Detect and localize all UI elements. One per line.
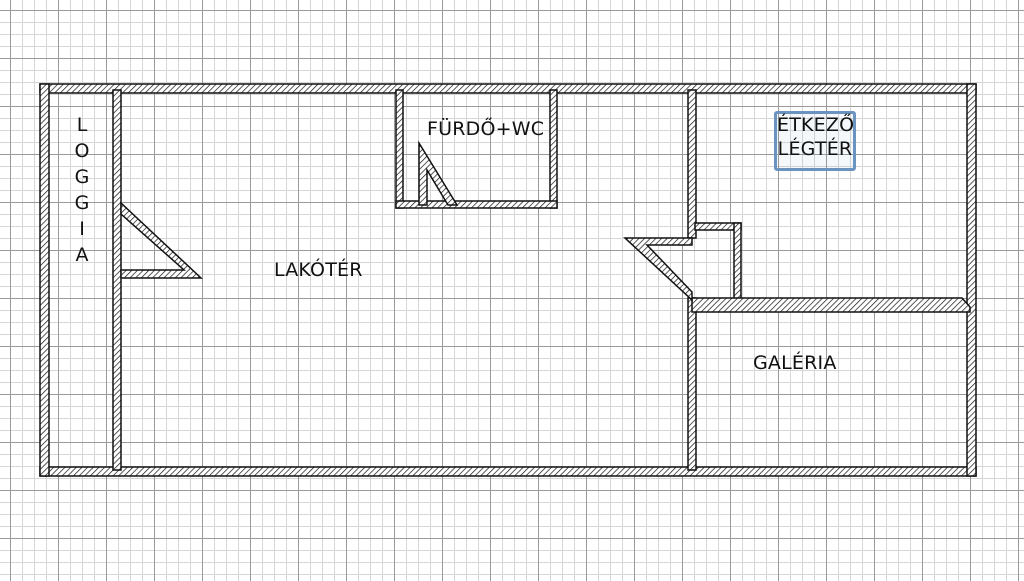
door-loggia bbox=[120, 201, 203, 279]
room-label-etkezo: ÉTKEZŐ bbox=[777, 114, 855, 136]
door-bath bbox=[418, 140, 459, 206]
door-stair bbox=[623, 237, 693, 302]
room-label-etkezo-selected[interactable]: ÉTKEZŐ LÉGTÉR bbox=[774, 111, 856, 171]
wall-gallery-top bbox=[691, 297, 971, 313]
loggia-letter: I bbox=[79, 218, 85, 240]
loggia-letter: G bbox=[74, 166, 90, 188]
loggia-letter: L bbox=[76, 114, 88, 136]
loggia-letter: O bbox=[74, 140, 90, 162]
wall-left bbox=[39, 83, 50, 477]
wall-right bbox=[966, 83, 977, 477]
wall-bottom bbox=[39, 466, 977, 477]
room-label-lakoter: LAKÓTÉR bbox=[274, 259, 363, 281]
wall-bath-bottom bbox=[395, 200, 558, 209]
wall-bath-right bbox=[549, 89, 558, 209]
wall-bath-left bbox=[395, 89, 404, 209]
wall-center-lower bbox=[687, 297, 697, 471]
room-label-furdo: FÜRDŐ+WC bbox=[427, 118, 545, 140]
wall-loggia bbox=[112, 89, 122, 471]
wall-top bbox=[39, 83, 977, 94]
room-label-legter: LÉGTÉR bbox=[777, 137, 853, 160]
room-label-galeria: GALÉRIA bbox=[753, 352, 837, 374]
loggia-letter: A bbox=[75, 244, 89, 266]
loggia-letter: G bbox=[74, 192, 90, 214]
wall-center-upper bbox=[687, 89, 697, 239]
wall-stair-right bbox=[733, 222, 742, 306]
